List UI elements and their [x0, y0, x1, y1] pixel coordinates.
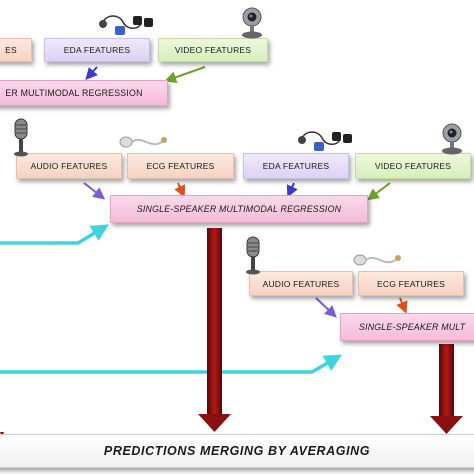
regression-box-row1: ER MULTIMODAL REGRESSION	[0, 80, 168, 106]
arrow-ecg-to-reg2	[174, 182, 186, 198]
cyan-arrow-1	[0, 224, 110, 245]
arrow-ecg-to-reg3	[396, 297, 408, 314]
predictions-merging-box: PREDICTIONS MERGING BY AVERAGING	[0, 434, 474, 468]
regression-box-row2: SINGLE-SPEAKER MULTIMODAL REGRESSION	[110, 195, 368, 223]
eda-features-label-row1: EDA FEATURES	[63, 45, 131, 55]
video-features-box-row1: VIDEO FEATURES	[158, 38, 268, 62]
eda-sensor-icon	[298, 131, 352, 151]
ecg-features-box-row3: ECG FEATURES	[358, 271, 464, 296]
ecg-features-label-row3: ECG FEATURES	[377, 278, 445, 289]
cyan-arrow-2	[0, 354, 343, 374]
ecg-sensor-icon	[119, 136, 167, 148]
ecg-features-box-row2: ECG FEATURES	[127, 153, 234, 179]
eda-features-box-row2: EDA FEATURES	[243, 153, 349, 179]
red-arrow-2	[430, 344, 463, 434]
microphone-icon	[246, 236, 260, 275]
audio-features-box-row3: AUDIO FEATURES	[249, 271, 353, 296]
arrow-eda-to-reg1	[85, 66, 98, 80]
microphone-icon	[14, 118, 28, 157]
audio-features-box-row1-partial: ES	[0, 38, 32, 62]
audio-features-label-row2: AUDIO FEATURES	[30, 161, 108, 171]
webcam-icon	[242, 7, 262, 39]
arrow-video-to-reg2	[366, 182, 391, 201]
eda-features-box-row1: EDA FEATURES	[44, 38, 150, 62]
arrow-audio-to-reg3	[315, 297, 337, 318]
ecg-sensor-icon	[353, 254, 401, 266]
regression-label-row2: SINGLE-SPEAKER MULTIMODAL REGRESSION	[136, 204, 342, 214]
audio-features-label-row3: AUDIO FEATURES	[262, 278, 340, 289]
eda-features-label-row2: EDA FEATURES	[262, 161, 330, 171]
arrow-eda-to-reg2	[286, 182, 298, 198]
regression-label-row1: ER MULTIMODAL REGRESSION	[5, 88, 143, 98]
video-features-box-row2: VIDEO FEATURES	[355, 153, 471, 179]
audio-features-label-row1: ES	[5, 45, 17, 55]
video-features-label-row2: VIDEO FEATURES	[374, 161, 452, 171]
video-features-label-row1: VIDEO FEATURES	[174, 45, 252, 55]
red-arrow-1	[198, 228, 231, 432]
predictions-merging-label: PREDICTIONS MERGING BY AVERAGING	[103, 444, 371, 458]
webcam-icon	[442, 123, 462, 155]
eda-sensor-icon	[99, 15, 153, 35]
arrow-video-to-reg1	[164, 66, 206, 84]
regression-box-row3: SINGLE-SPEAKER MULT	[340, 313, 474, 341]
ecg-features-label-row2: ECG FEATURES	[146, 161, 215, 171]
arrow-audio-to-reg2	[83, 182, 106, 200]
regression-label-row3: SINGLE-SPEAKER MULT	[359, 322, 466, 332]
audio-features-box-row2: AUDIO FEATURES	[16, 153, 122, 179]
